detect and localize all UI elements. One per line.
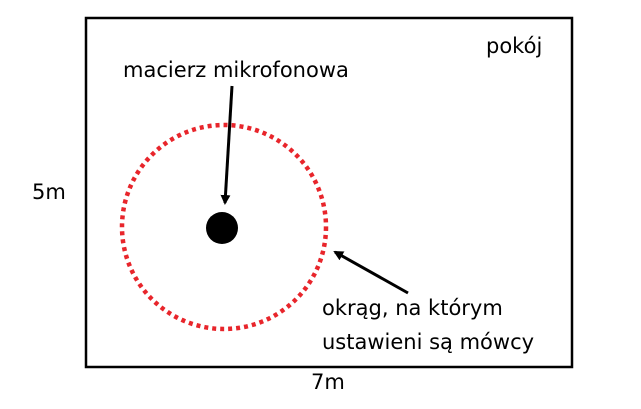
microphone-array-label: macierz mikrofonowa [123,58,349,82]
speaker-circle-label-line2: ustawieni są mówcy [322,330,535,354]
room-label: pokój [486,34,543,58]
room-height-label: 5m [32,180,66,204]
microphone-array-dot [206,212,238,244]
speaker-circle [119,122,329,332]
room-outline [84,16,574,369]
speaker-circle-arrow [333,250,409,295]
speaker-circle-label-line1: okrąg, na którym [322,296,503,320]
room-width-label: 7m [311,370,345,394]
microphone-array-arrow [220,85,234,205]
